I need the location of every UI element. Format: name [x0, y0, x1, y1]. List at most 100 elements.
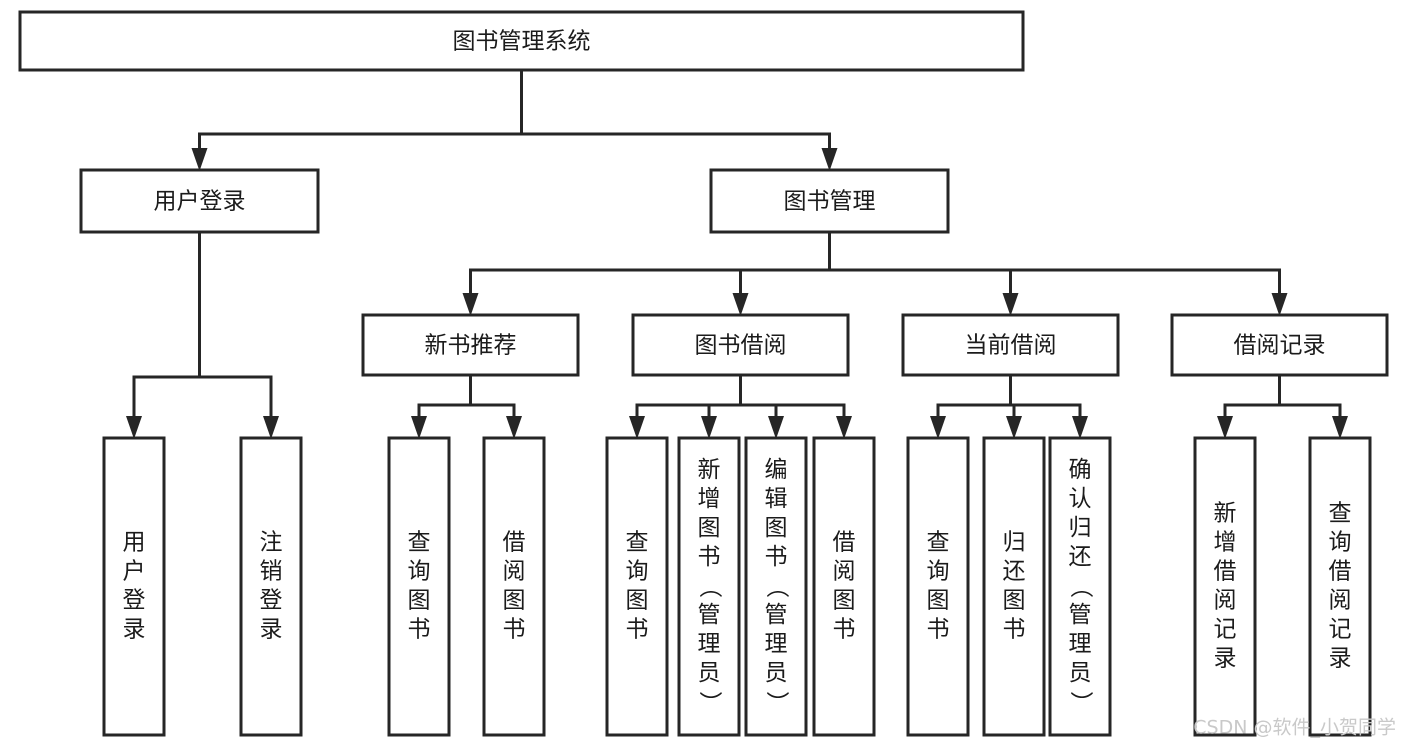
node-label-char: 录	[1214, 646, 1237, 672]
node-label-char: 员	[698, 660, 721, 686]
node-box[interactable]	[1308, 436, 1372, 737]
node-n0-图书管理系统[interactable]: 图书管理系统	[18, 10, 1025, 72]
watermark-label: CSDN @软件_小贺同学	[1193, 717, 1396, 739]
node-label-char: （	[1068, 575, 1094, 598]
arrowhead-icon	[506, 416, 522, 439]
node-label-char: 阅	[503, 559, 526, 585]
node-label-char: 书	[626, 617, 649, 643]
node-n6-图书借阅[interactable]: 图书借阅	[631, 313, 850, 377]
node-box[interactable]	[102, 436, 166, 737]
node-box[interactable]	[631, 313, 850, 377]
arrowhead-icon	[930, 416, 946, 439]
arrowhead-icon	[126, 416, 142, 439]
arrowhead-icon	[411, 416, 427, 439]
node-label: 用户登录	[123, 530, 146, 643]
node-label-char: 辑	[765, 486, 788, 512]
connector-group-n8	[1217, 373, 1348, 439]
node-box[interactable]	[1193, 436, 1257, 737]
node-box[interactable]	[709, 168, 950, 234]
node-label-char: 书	[503, 617, 526, 643]
node-box[interactable]	[982, 436, 1046, 737]
node-n3-用户登录[interactable]: 用户登录	[102, 436, 166, 737]
node-label-char: 编	[765, 457, 788, 483]
node-n5-新书推荐[interactable]: 新书推荐	[361, 313, 580, 377]
node-label-char: 查	[626, 530, 649, 556]
node-label-char: 书	[1003, 617, 1026, 643]
node-label-char: 图	[833, 588, 856, 614]
node-label-char: 阅	[1214, 588, 1237, 614]
arrowhead-icon	[732, 293, 749, 316]
node-label-char: 图	[503, 588, 526, 614]
node-box[interactable]	[387, 436, 451, 737]
node-label-char: 管	[698, 602, 721, 628]
node-box[interactable]	[901, 313, 1120, 377]
node-label-char: 询	[408, 559, 431, 585]
arrowhead-icon	[1271, 293, 1288, 316]
node-box[interactable]	[361, 313, 580, 377]
node-n7-当前借阅[interactable]: 当前借阅	[901, 313, 1120, 377]
node-label-char: 户	[123, 559, 146, 585]
node-label-char: ）	[764, 691, 790, 714]
node-box[interactable]	[1048, 436, 1112, 737]
node-label-char: 查	[408, 530, 431, 556]
node-box[interactable]	[79, 168, 320, 234]
node-box[interactable]	[812, 436, 876, 737]
node-label-char: 管	[1069, 602, 1092, 628]
arrowhead-icon	[629, 416, 645, 439]
node-layer: 图书管理系统用户登录图书管理用户登录注销登录新书推荐图书借阅当前借阅借阅记录查询…	[18, 10, 1389, 737]
node-box[interactable]	[239, 436, 303, 737]
node-label-char: 书	[833, 617, 856, 643]
node-label-char: 用	[123, 530, 146, 556]
node-label-char: 归	[1069, 515, 1092, 541]
node-box[interactable]	[482, 436, 546, 737]
arrowhead-icon	[191, 148, 208, 171]
node-label-char: 阅	[1329, 588, 1352, 614]
node-label-char: 理	[765, 631, 788, 657]
node-label-char: 录	[260, 617, 283, 643]
node-n2-图书管理[interactable]: 图书管理	[709, 168, 950, 234]
node-label-char: （	[764, 575, 790, 598]
node-box[interactable]	[744, 436, 808, 737]
connector-group-n7	[930, 373, 1088, 439]
arrowhead-icon	[263, 416, 279, 439]
node-label-char: （	[697, 575, 723, 598]
node-n1-用户登录[interactable]: 用户登录	[79, 168, 320, 234]
node-label: 用户登录	[154, 189, 246, 215]
node-label-char: 阅	[833, 559, 856, 585]
node-box[interactable]	[605, 436, 669, 737]
node-box[interactable]	[906, 436, 970, 737]
connector-layer	[126, 68, 1348, 439]
node-label-char: 管	[765, 602, 788, 628]
node-box[interactable]	[18, 10, 1025, 72]
node-box[interactable]	[1170, 313, 1389, 377]
node-box[interactable]	[677, 436, 741, 737]
node-n8-借阅记录[interactable]: 借阅记录	[1170, 313, 1389, 377]
node-label-char: ）	[697, 691, 723, 714]
node-label-char: 注	[260, 530, 283, 556]
node-label-char: 增	[698, 486, 721, 512]
node-label-char: 书	[408, 617, 431, 643]
node-label-char: 还	[1069, 544, 1092, 570]
